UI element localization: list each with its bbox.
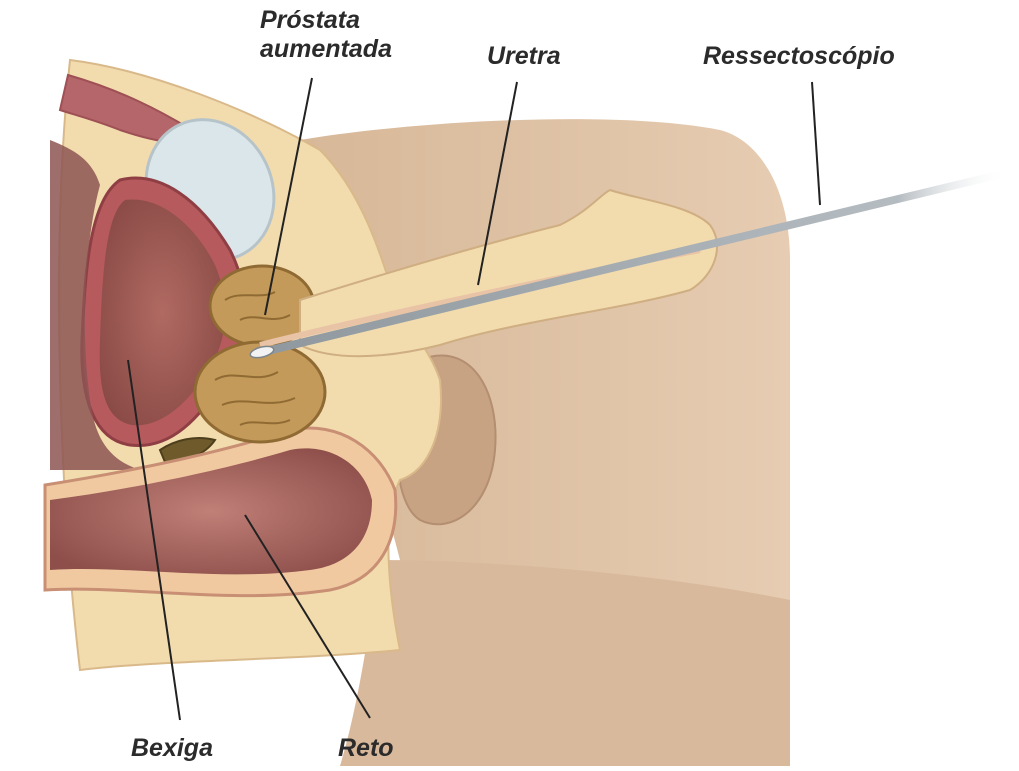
resectoscope-tip: [249, 345, 275, 359]
label-rectum: Reto: [338, 734, 394, 762]
label-urethra: Uretra: [487, 42, 561, 70]
label-resectoscope: Ressectoscópio: [703, 42, 895, 70]
bladder-lumen: [99, 199, 226, 426]
resectoscope-rod: [262, 168, 1010, 356]
label-bladder: Bexiga: [131, 734, 213, 762]
pelvic-cavity: [50, 140, 140, 470]
label-prostata-line2: aumentada: [260, 35, 392, 63]
label-prostata-line1: Próstata: [260, 6, 361, 34]
thigh: [340, 560, 790, 766]
rectum-lumen: [50, 448, 372, 575]
label-enlarged-prostate: Próstata aumentada: [260, 6, 392, 64]
leader-lines: [127, 77, 821, 721]
